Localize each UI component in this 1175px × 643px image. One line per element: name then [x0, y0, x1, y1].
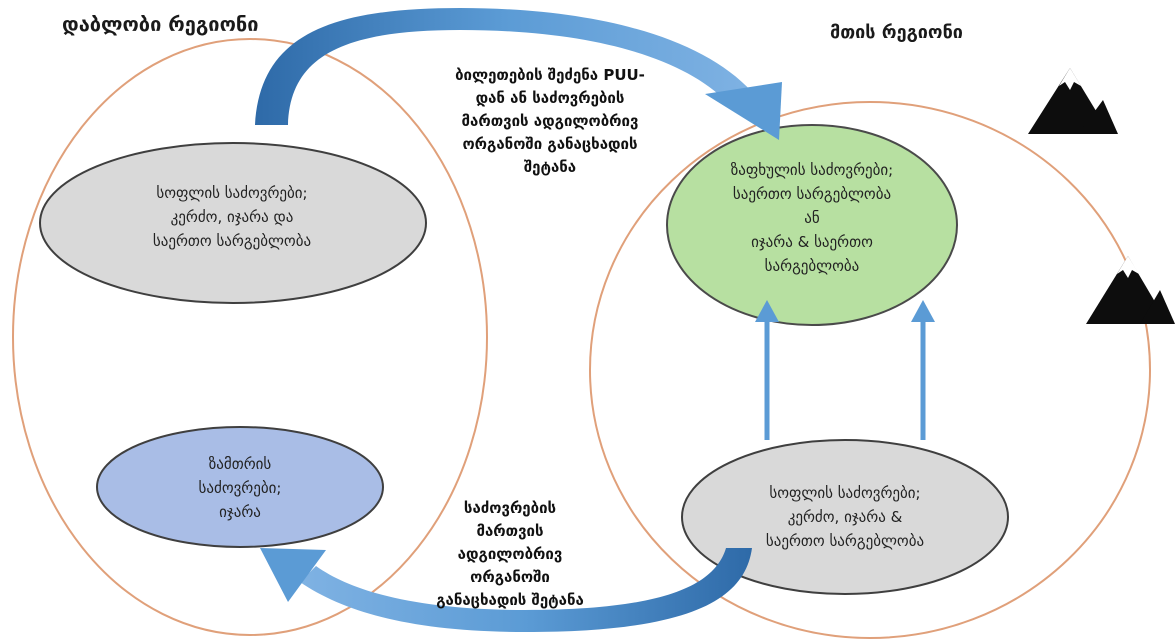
- bottom-arrow-line: მართვის: [476, 522, 544, 540]
- summer-pastures-line: იჯარა & საერთო: [751, 233, 873, 251]
- winter-pastures-node: [96, 426, 384, 548]
- village-lowland-line: კერძო, იჯარა და: [170, 208, 294, 226]
- village-lowland-node: [39, 142, 427, 304]
- village-mountain-line: კერძო, იჯარა &: [787, 508, 903, 526]
- bottom-arrow-line: განაცხადის შეტანა: [436, 591, 584, 609]
- arrow-up-icon: [755, 300, 779, 440]
- lowland-region-title: დაბლობი რეგიონი: [62, 12, 259, 36]
- top-arrow-label: ბილეთების შეძენა PUU- დან ან საძოვრების …: [400, 64, 700, 179]
- village-mountain-label: სოფლის საძოვრები; კერძო, იჯარა & საერთო …: [710, 481, 980, 553]
- top-arrow-line: დან ან საძოვრების: [475, 89, 625, 107]
- summer-pastures-line: საერთო სარგებლობა: [732, 185, 892, 203]
- bottom-curved-arrow: [260, 548, 752, 632]
- mountain-icon: [1086, 256, 1175, 324]
- bottom-arrow-line: საძოვრების: [463, 499, 557, 517]
- mountain-icon: [1028, 68, 1118, 134]
- summer-pastures-label: ზაფხულის საძოვრები; საერთო სარგებლობა ან…: [678, 158, 946, 278]
- top-arrow-line: მართვის ადგილობრივ: [461, 112, 639, 130]
- summer-pastures-line: ზაფხულის საძოვრები;: [730, 161, 894, 179]
- winter-pastures-line: საძოვრები;: [198, 479, 282, 497]
- top-arrow-line: ორგანოში განაცხადის: [462, 135, 638, 153]
- mountain-region-title: მთის რეგიონი: [830, 22, 963, 43]
- mountain-region-outline: [589, 101, 1151, 639]
- top-arrow-line: ბილეთების შეძენა PUU-: [455, 66, 645, 84]
- top-curved-arrow: [255, 8, 782, 140]
- village-lowland-label: სოფლის საძოვრები; კერძო, იჯარა და საერთო…: [82, 181, 382, 253]
- winter-pastures-line: იჯარა: [219, 503, 261, 521]
- summer-pastures-node: [666, 124, 958, 326]
- village-mountain-line: სოფლის საძოვრები;: [769, 484, 921, 502]
- village-mountain-line: საერთო სარგებლობა: [765, 532, 925, 550]
- bottom-arrow-line: ადგილობრივ: [457, 545, 563, 563]
- arrow-up-icon: [911, 300, 935, 440]
- village-lowland-line: სოფლის საძოვრები;: [156, 184, 308, 202]
- bottom-arrow-label: საძოვრების მართვის ადგილობრივ ორგანოში გ…: [400, 497, 620, 612]
- lowland-region-outline: [12, 38, 488, 636]
- village-lowland-line: საერთო სარგებლობა: [152, 232, 312, 250]
- bottom-arrow-line: ორგანოში: [470, 568, 550, 586]
- summer-pastures-line: სარგებლობა: [764, 257, 860, 275]
- summer-pastures-line: ან: [804, 209, 820, 227]
- winter-pastures-line: ზამთრის: [208, 455, 272, 473]
- top-arrow-line: შეტანა: [523, 158, 577, 176]
- village-mountain-node: [681, 439, 1009, 595]
- winter-pastures-label: ზამთრის საძოვრები; იჯარა: [140, 452, 340, 524]
